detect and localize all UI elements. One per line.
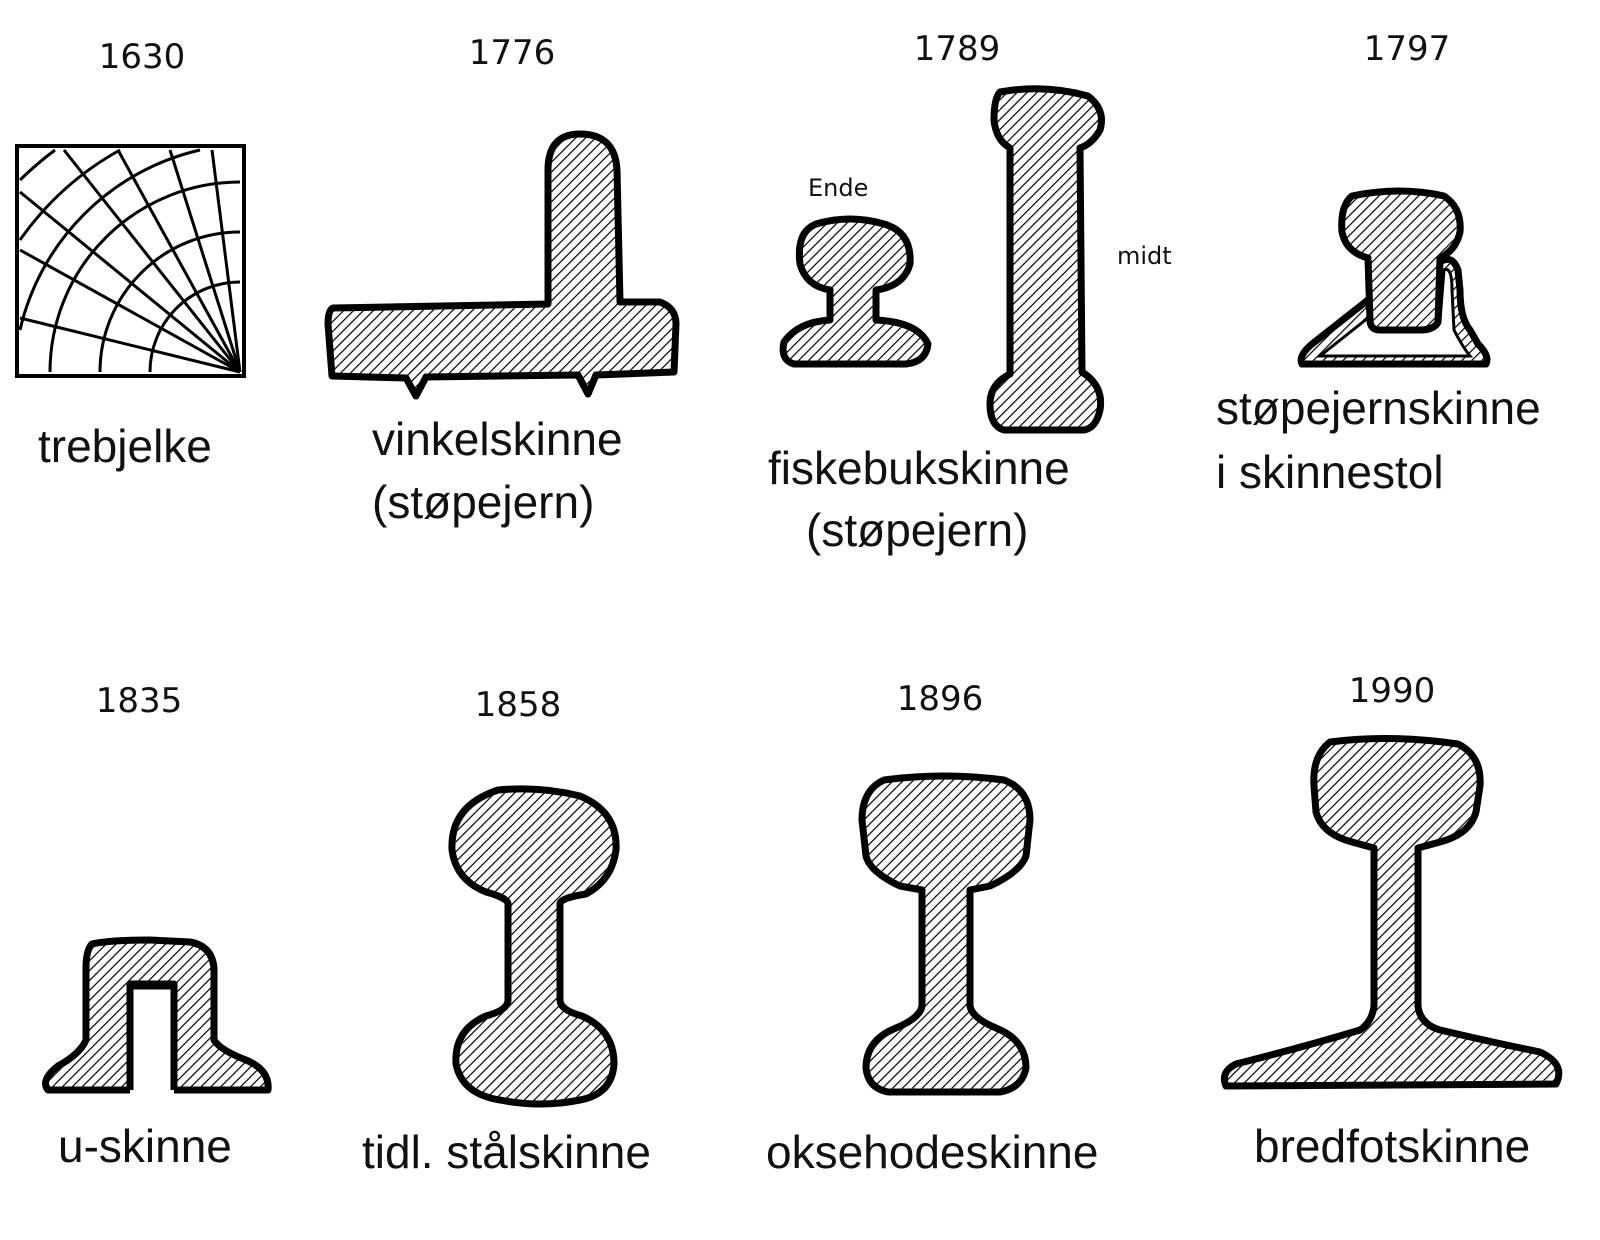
u-rail-inner-edge <box>126 982 178 1090</box>
year-1776: 1776 <box>469 33 556 73</box>
profile-1858: 1858 tidl. stålskinne <box>362 685 651 1178</box>
note-stopejernskinne: i skinnestol <box>1216 446 1444 498</box>
year-1789: 1789 <box>914 29 1001 69</box>
profile-1835: 1835 u-skinne <box>42 681 272 1172</box>
fish-belly-rail-middle-drawing <box>986 85 1105 434</box>
label-tidl-stalskinne: tidl. stålskinne <box>362 1126 651 1178</box>
middle-annotation: midt <box>1117 242 1172 270</box>
year-1858: 1858 <box>475 685 562 725</box>
bullhead-rail-drawing <box>858 772 1034 1096</box>
end-annotation: Ende <box>808 174 868 202</box>
note-vinkelskinne: (støpejern) <box>372 476 594 528</box>
label-u-skinne: u-skinne <box>58 1120 232 1172</box>
profile-1630: 1630 trebjelke <box>15 37 246 472</box>
wooden-beam-drawing <box>15 144 246 378</box>
label-fiskebukskinne: fiskebukskinne <box>768 442 1070 494</box>
label-bredfotskinne: bredfotskinne <box>1254 1120 1530 1172</box>
chair-inner-outline <box>1315 267 1474 358</box>
profile-1797: 1797 støpejernskinne i skinnestol <box>1216 29 1541 498</box>
year-1835: 1835 <box>96 681 183 721</box>
year-1630: 1630 <box>99 37 186 77</box>
angle-rail-drawing <box>324 130 680 400</box>
profile-1789: 1789 Ende midt fiskebukskinne (støpejern… <box>768 29 1172 556</box>
year-1896: 1896 <box>897 679 984 719</box>
label-oksehodeskinne: oksehodeskinne <box>766 1126 1098 1178</box>
year-1990: 1990 <box>1349 671 1436 711</box>
flat-bottom-rail-drawing <box>1220 734 1563 1090</box>
u-rail-gap <box>130 984 174 1094</box>
cast-iron-rail-drawing <box>1338 187 1464 334</box>
label-stopejernskinne: støpejernskinne <box>1216 382 1541 434</box>
profile-1990: 1990 bredfotskinne <box>1220 671 1563 1172</box>
fish-belly-rail-end-drawing <box>779 215 932 368</box>
label-vinkelskinne: vinkelskinne <box>372 413 623 465</box>
profile-1896: 1896 oksehodeskinne <box>766 679 1098 1178</box>
profile-1776: 1776 vinkelskinne (støpejern) <box>324 33 680 528</box>
note-fiskebukskinne: (støpejern) <box>806 504 1028 556</box>
early-steel-rail-drawing <box>448 785 620 1108</box>
label-trebjelke: trebjelke <box>38 420 212 472</box>
year-1797: 1797 <box>1364 29 1451 69</box>
